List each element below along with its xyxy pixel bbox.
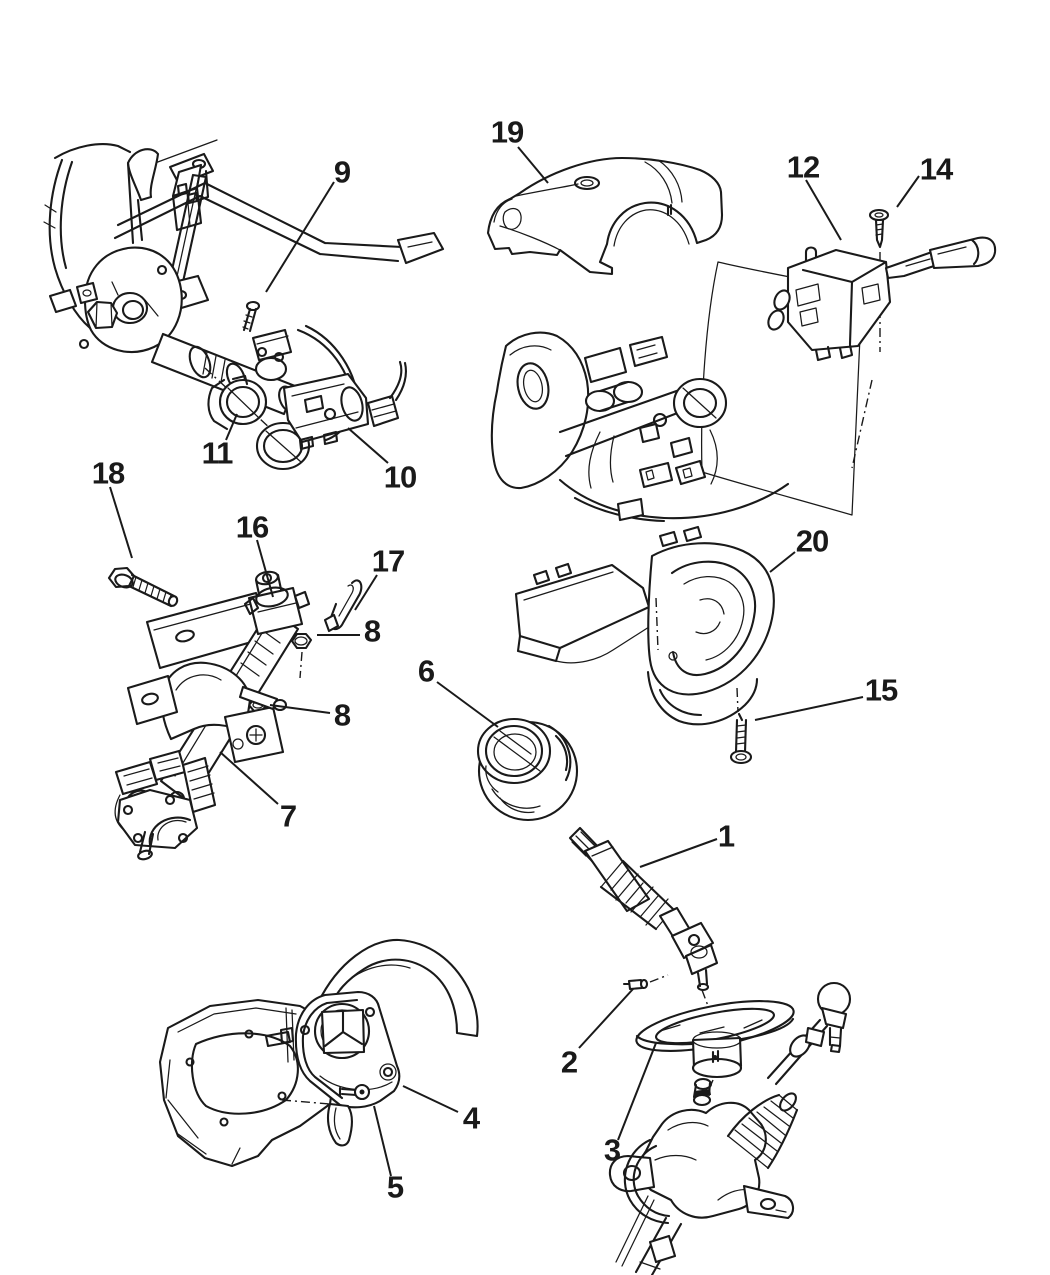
lower-shroud-assembly [514,525,775,765]
leader-19 [517,146,549,184]
screw-14 [868,208,890,249]
intermediate-shaft-assembly [568,826,719,1007]
callout-18: 18 [91,455,125,491]
steering-column-assembly [107,566,363,861]
callout-1: 1 [717,818,735,854]
callout-8-lower: 8 [333,697,351,733]
screw-5 [338,1083,371,1101]
screw-9 [245,300,261,312]
dash-seal-3 [635,1000,795,1079]
leader-4 [402,1085,459,1113]
callout-8-upper: 8 [363,613,381,649]
callout-2: 2 [560,1044,578,1080]
callout-9: 9 [333,154,351,190]
callout-10: 10 [383,459,417,495]
upper-shroud-and-switch-assembly [486,156,997,523]
callout-20: 20 [795,523,829,559]
dash-silencer-panel-assembly [158,938,479,1168]
leader-14 [896,175,920,208]
leader-2 [578,988,634,1049]
tie-rod-end [816,981,852,1054]
steering-gear-assembly [608,981,852,1275]
ignition-housing-16 [243,570,311,636]
callout-11: 11 [201,435,234,471]
screw-15 [729,687,753,765]
clip-17 [323,579,363,633]
callout-3: 3 [603,1132,621,1168]
callout-15: 15 [864,672,898,708]
leader-12 [805,179,842,241]
column-support-bracket-assembly [43,139,445,471]
boot-seal-6 [476,717,579,822]
ignition-switch-10 [282,372,370,444]
leader-lines [109,146,920,1177]
callout-6: 6 [417,653,435,689]
leader-16 [256,539,274,598]
leader-7 [219,751,279,805]
leader-5 [373,1105,392,1177]
callout-4: 4 [462,1100,480,1136]
callout-14: 14 [919,151,953,187]
lower-shroud-20 [514,525,775,726]
leader-6 [436,681,499,728]
leader-20 [769,551,796,573]
callout-17: 17 [371,543,405,579]
callout-19: 19 [490,114,524,150]
leader-1 [639,838,718,868]
leader-10 [347,427,389,464]
leader-3 [617,1042,657,1141]
callout-12: 12 [786,149,820,185]
leader-17 [354,574,378,611]
leader-8-lower [269,704,331,714]
upper-shroud-19 [486,156,724,276]
callout-16: 16 [235,509,269,545]
callout-5: 5 [386,1169,404,1205]
leader-15 [754,696,864,721]
callout-7: 7 [279,798,297,834]
bolt-18 [107,566,179,608]
leader-9 [265,181,335,293]
multifunction-switch-12 [767,236,997,362]
pin-2 [622,974,669,991]
leader-11 [225,413,238,441]
leader-18 [109,486,133,559]
